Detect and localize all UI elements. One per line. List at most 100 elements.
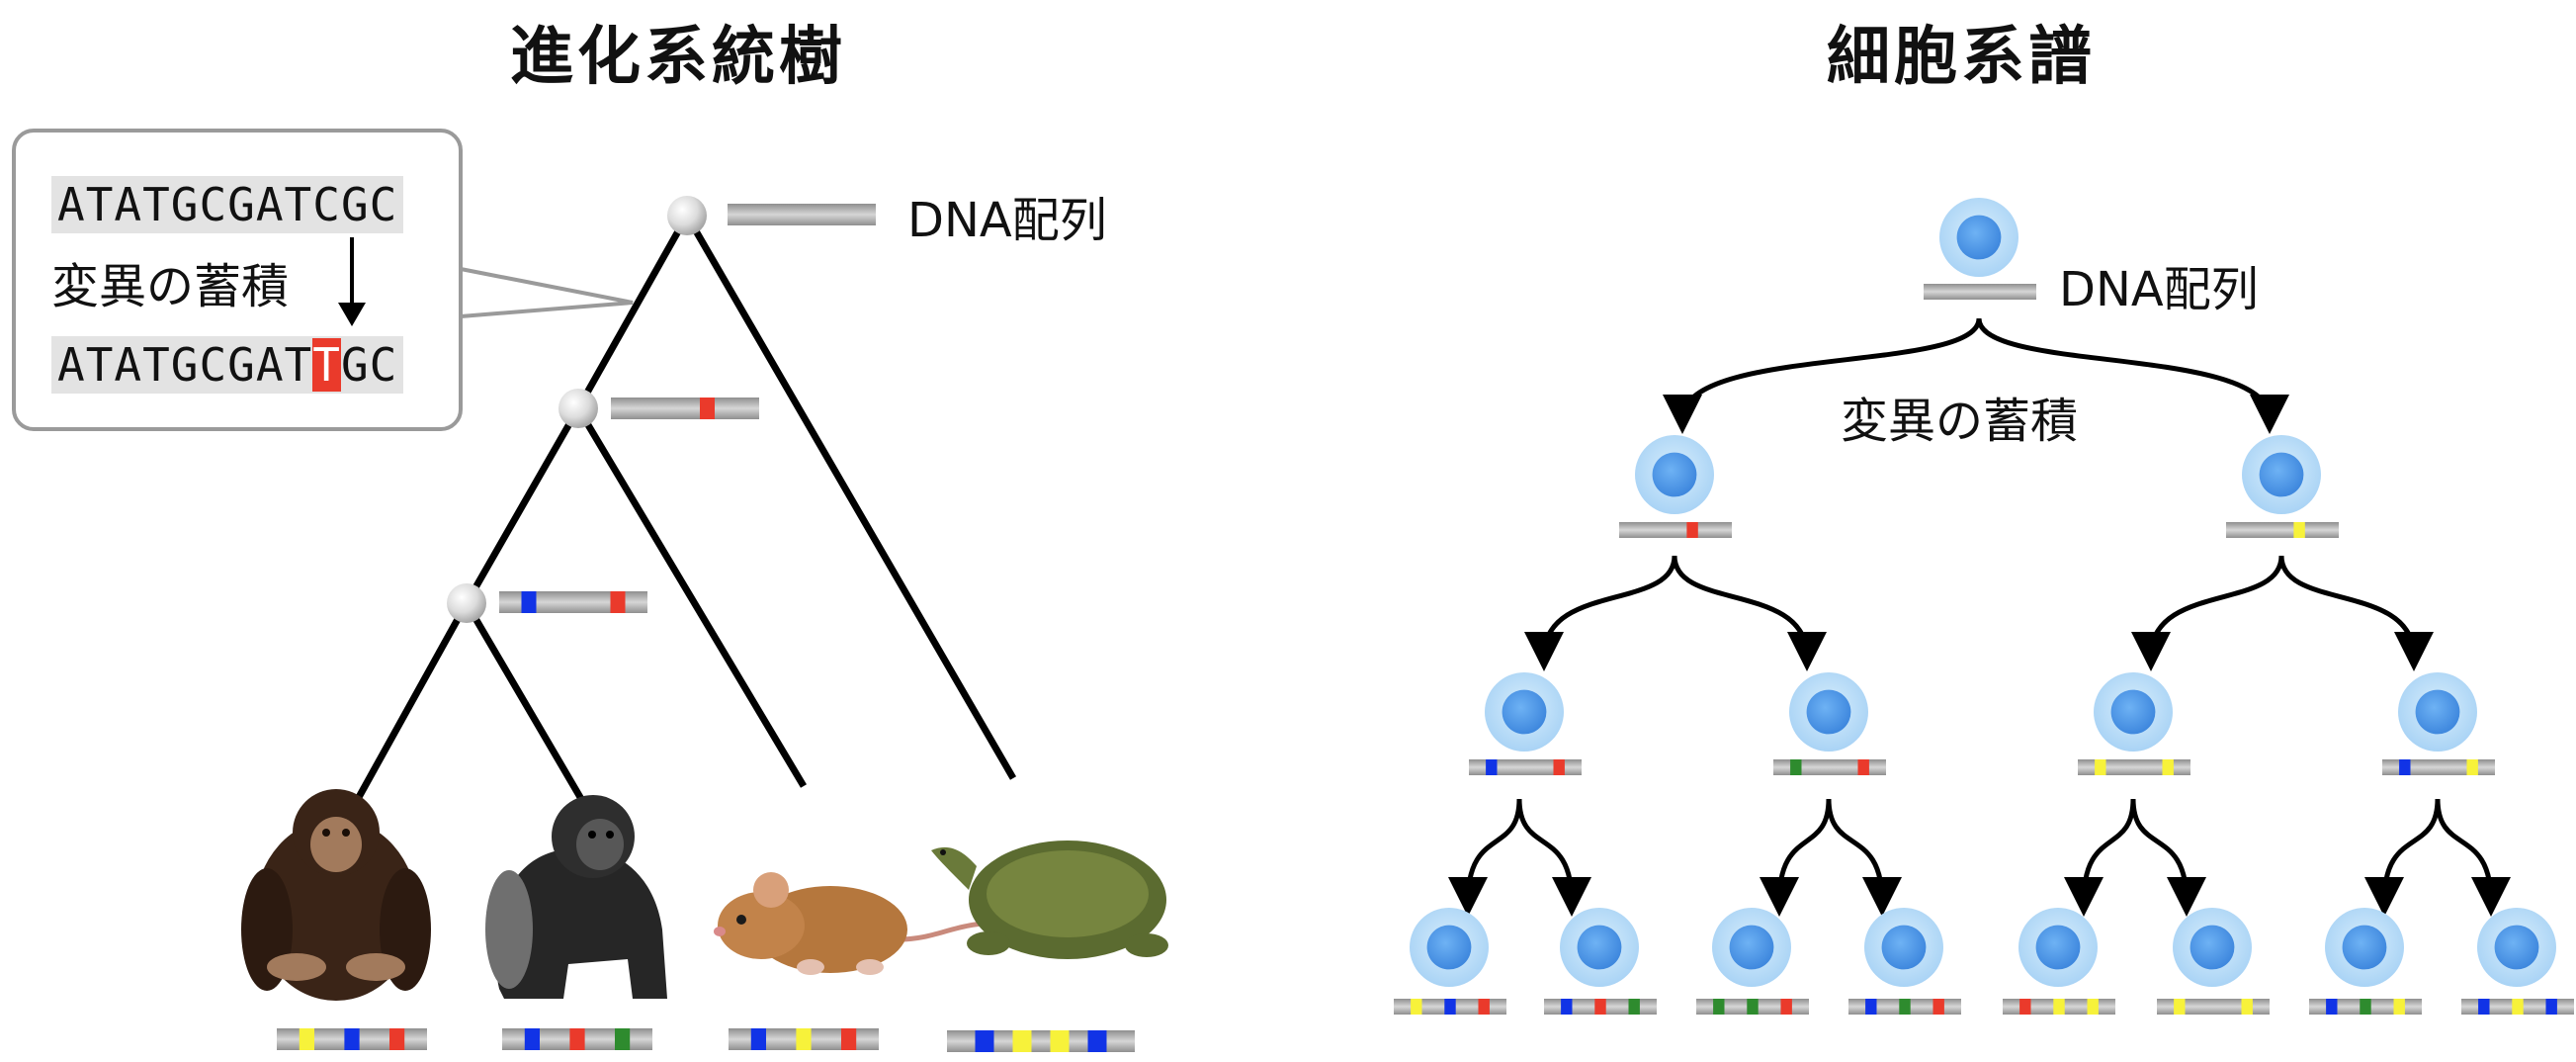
arrow-right — [1672, 555, 1827, 671]
mutation-mark-green — [1628, 999, 1640, 1015]
arrow-right — [2130, 798, 2206, 917]
species-bar-mouse — [729, 1028, 879, 1050]
mutation-mark-blue — [521, 591, 537, 613]
gorilla-icon — [485, 795, 667, 999]
cell-l3-1-bar — [1394, 999, 1506, 1015]
tree-node-3 — [447, 583, 486, 623]
cell-nucleus — [1881, 925, 1927, 970]
cell-l3-7-bar — [2309, 999, 2422, 1015]
tree-node-bar-3 — [499, 591, 647, 613]
cell-l3-4-bar — [1848, 999, 1961, 1015]
arrow-left — [2064, 798, 2136, 917]
tree-node-bar-1 — [728, 204, 876, 225]
mutation-mark-yellow — [1050, 1030, 1070, 1052]
cell-l1-1-bar — [1619, 522, 1732, 538]
cell-nucleus — [2110, 689, 2156, 735]
branch-root-turtle — [683, 214, 1017, 780]
cell-root-bar — [1924, 284, 2036, 300]
tree-title: 進化系統樹 — [510, 21, 846, 94]
cell-nucleus — [1426, 925, 1472, 970]
mutation-mark-yellow — [2241, 999, 2253, 1015]
mutation-mark-yellow — [796, 1028, 812, 1050]
cell-l1-2-bar — [2226, 522, 2339, 538]
arrow-left — [2364, 798, 2441, 917]
mutation-mark-yellow — [2466, 759, 2478, 775]
branch-node3-chimp — [354, 601, 471, 801]
mutation-mark-green — [1899, 999, 1911, 1015]
mutation-mark-green — [1713, 999, 1725, 1015]
lineage-title: 細胞系譜 — [1827, 21, 2096, 94]
arrow-right — [1976, 317, 2289, 434]
tree-node-2 — [558, 389, 598, 428]
fork-root — [1663, 317, 2289, 434]
cell-nucleus — [1729, 925, 1774, 970]
mutation-mark-yellow — [2053, 999, 2065, 1015]
mutation-mark-blue — [2478, 999, 2490, 1015]
cell-l2-4-icon — [2398, 672, 2477, 752]
mutation-mark-green — [1790, 759, 1802, 775]
mutation-mark-red — [610, 591, 626, 613]
mutation-mark-yellow — [2087, 999, 2099, 1015]
cell-nucleus — [2259, 452, 2304, 497]
sequence-after-prefix: ATATGCGAT — [57, 338, 313, 392]
arrow-right — [1516, 798, 1591, 917]
mutation-mark-yellow — [2095, 759, 2106, 775]
arrow-icon — [338, 237, 366, 326]
arrow-left — [1760, 798, 1832, 917]
mutation-mark-red — [1780, 999, 1792, 1015]
fork-l1-2 — [2131, 555, 2434, 671]
callout-pointer — [460, 267, 634, 318]
mutation-mark-blue — [1486, 759, 1498, 775]
lineage-mutation-label: 変異の蓄積 — [1841, 394, 2079, 449]
cell-nucleus — [1956, 215, 2002, 260]
arrow-right — [2435, 798, 2511, 917]
mutation-mark-yellow — [2393, 999, 2405, 1015]
mutation-mark-blue — [1865, 999, 1877, 1015]
cell-nucleus — [1806, 689, 1851, 735]
fork-l2-3 — [2064, 798, 2206, 917]
arrow-left — [2131, 555, 2284, 671]
cell-nucleus — [2415, 689, 2460, 735]
arrow-right — [2278, 555, 2434, 671]
mutation-mark-yellow — [1012, 1030, 1032, 1052]
mutation-mark-red — [841, 1028, 857, 1050]
tree-node-bar-2 — [611, 398, 759, 419]
branch-node3-gorilla — [463, 601, 585, 801]
mutation-mark-red — [700, 398, 715, 419]
arrow-left — [1663, 317, 1982, 434]
turtle-icon — [931, 841, 1168, 959]
mutation-mark-yellow — [2293, 522, 2305, 538]
mutation-mark-yellow — [1411, 999, 1422, 1015]
mutation-mark-yellow — [2512, 999, 2524, 1015]
sequence-after-suffix: GC — [340, 338, 398, 392]
species-bar-chimpanzee — [277, 1028, 427, 1050]
cell-l2-3-icon — [2094, 672, 2173, 752]
cell-l3-2-icon — [1560, 908, 1639, 987]
cell-l2-1-icon — [1485, 672, 1564, 752]
tree-node-root — [667, 196, 707, 235]
mutation-mark-yellow — [2174, 999, 2186, 1015]
arrow-right — [1826, 798, 1902, 917]
mutation-mark-red — [389, 1028, 405, 1050]
mutation-mark-green — [615, 1028, 631, 1050]
mouse-icon — [714, 872, 1009, 975]
mutation-mark-red — [1857, 759, 1869, 775]
fork-l2-2 — [1760, 798, 1902, 917]
cell-l1-2-icon — [2242, 435, 2321, 514]
fork-l2-4 — [2364, 798, 2511, 917]
callout-mutation-label: 変異の蓄積 — [51, 259, 290, 314]
branch-node2-mouse — [574, 406, 808, 788]
cell-root-icon — [1939, 198, 2018, 277]
mutation-mark-blue — [1087, 1030, 1107, 1052]
fork-l1-1 — [1524, 555, 1827, 671]
cell-nucleus — [1577, 925, 1622, 970]
mutation-mark-blue — [2399, 759, 2411, 775]
cell-l3-2-bar — [1544, 999, 1657, 1015]
tree-branches — [354, 214, 1017, 801]
mutation-mark-blue — [750, 1028, 766, 1050]
cell-l3-3-bar — [1696, 999, 1809, 1015]
mutation-mark-yellow — [2162, 759, 2174, 775]
fork-l2-1 — [1448, 798, 1591, 917]
tree-dna-label: DNA配列 — [907, 193, 1107, 248]
